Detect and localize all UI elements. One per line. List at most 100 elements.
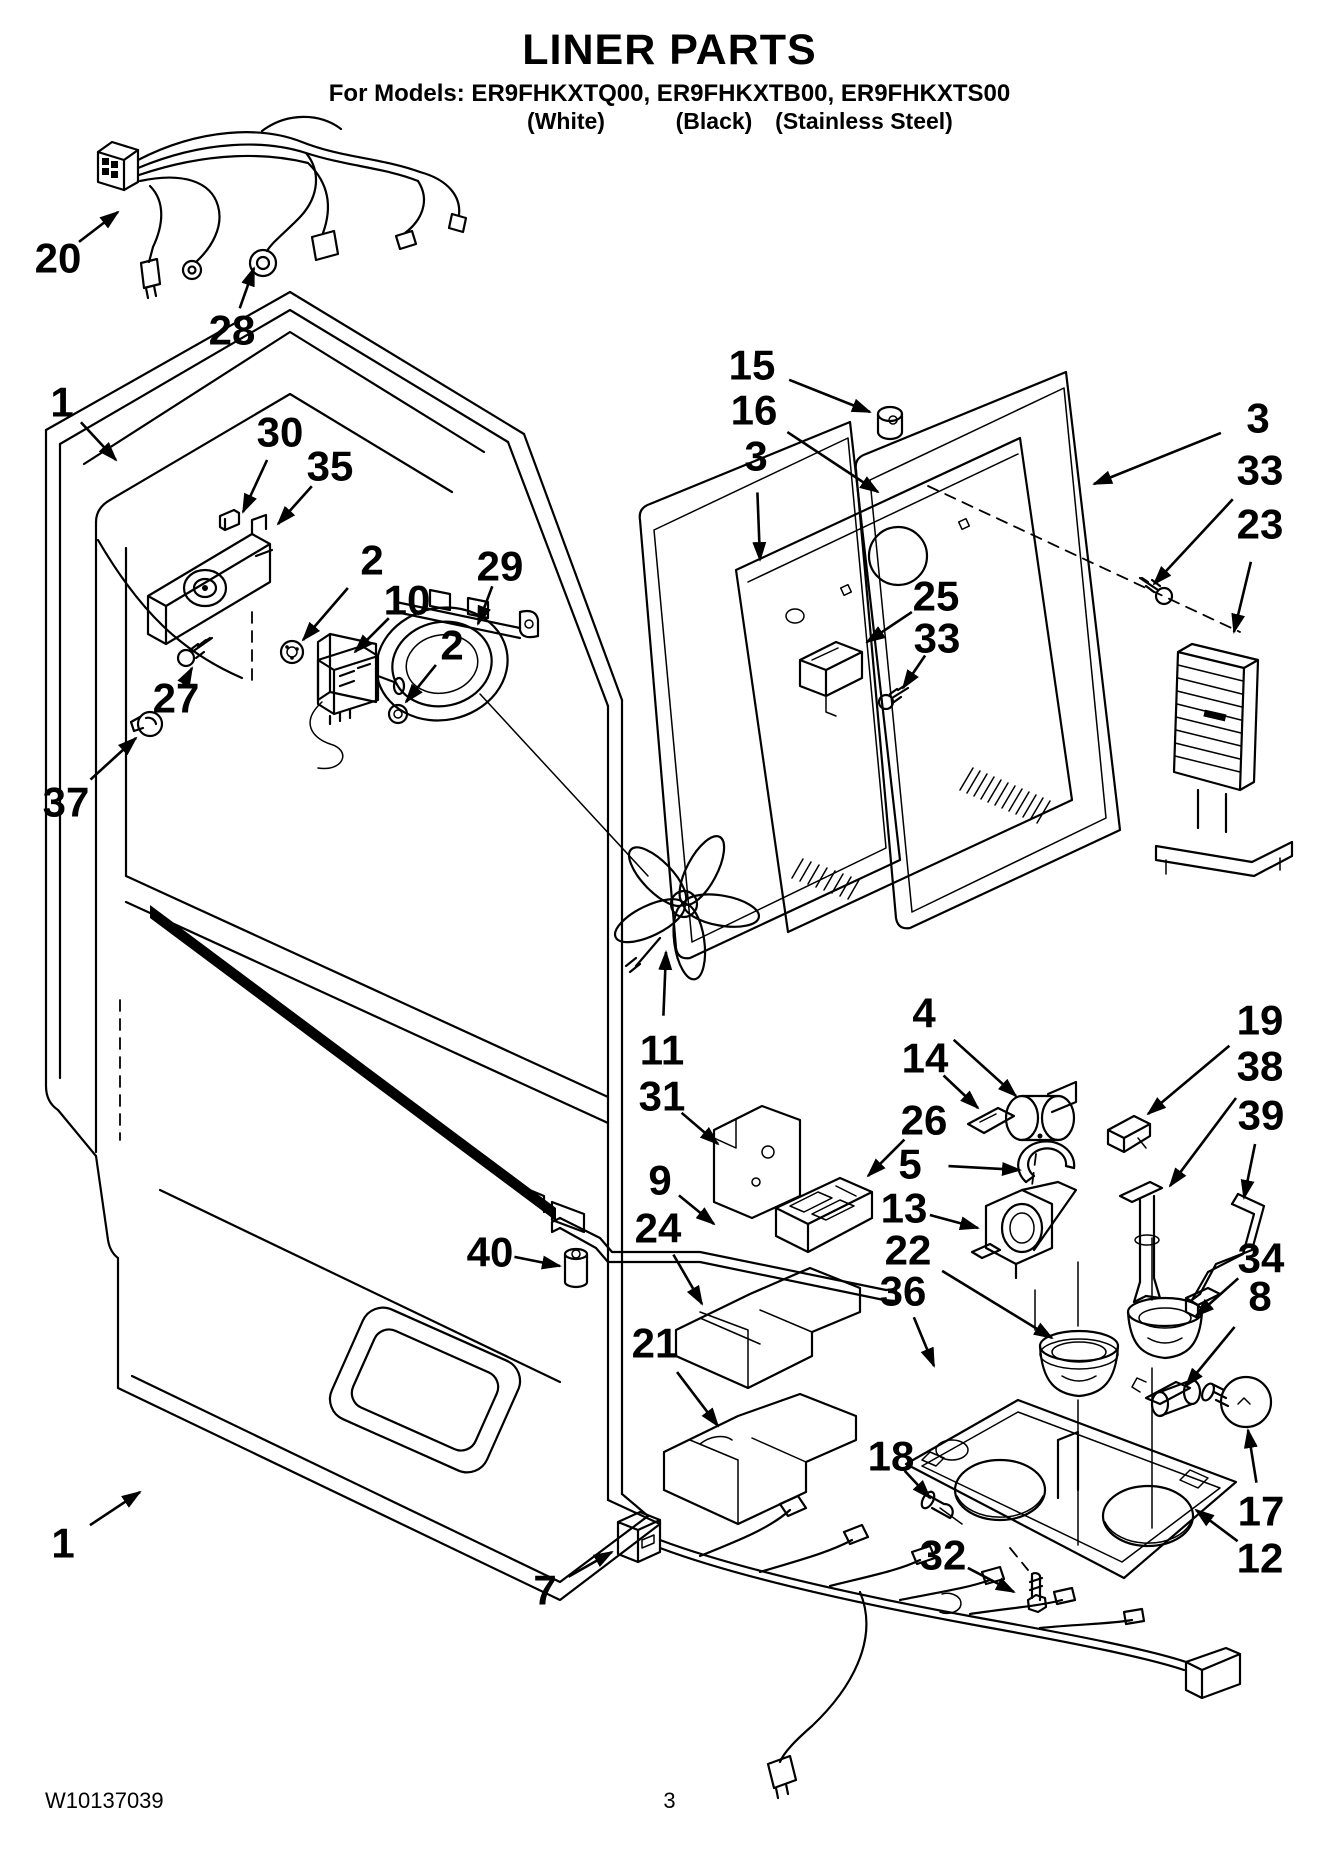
callout-number: 25 bbox=[913, 573, 960, 620]
part-gasket-frame-right-3 bbox=[854, 370, 1122, 930]
callout-arrow bbox=[241, 459, 269, 514]
part-screw-32 bbox=[1026, 1571, 1048, 1614]
callout-arrow bbox=[658, 950, 673, 1016]
callout-arrow bbox=[1146, 1044, 1231, 1116]
part-lamp-socket-8 bbox=[1131, 1377, 1202, 1418]
callout-number: 19 bbox=[1237, 997, 1284, 1044]
callout-28: 28 bbox=[209, 266, 256, 354]
callout-number: 27 bbox=[153, 675, 200, 722]
assembly-axis-dashed bbox=[927, 485, 1241, 633]
callout-number: 30 bbox=[257, 409, 304, 456]
callout-4: 4 bbox=[912, 990, 1018, 1098]
part-control-bracket-35 bbox=[146, 513, 274, 646]
footer-page-number: 3 bbox=[663, 1788, 676, 1813]
callout-arrow bbox=[752, 492, 767, 562]
callout-arrow bbox=[238, 266, 256, 309]
callout-number: 29 bbox=[477, 543, 524, 590]
callout-number: 10 bbox=[384, 577, 431, 624]
callout-number: 21 bbox=[632, 1320, 679, 1367]
callout-11: 11 bbox=[640, 950, 684, 1074]
callout-arrow bbox=[865, 611, 913, 644]
part-bracket-13 bbox=[970, 1180, 1078, 1280]
callout-29: 29 bbox=[476, 543, 524, 626]
part-gasket-frame-left-3 bbox=[638, 420, 902, 960]
callout-arrow bbox=[301, 587, 349, 642]
callout-16: 16 bbox=[731, 387, 880, 494]
callout-arrow bbox=[941, 1269, 1054, 1340]
callout-arrow bbox=[1194, 1277, 1240, 1318]
callout-25: 25 bbox=[865, 573, 960, 644]
callout-20: 20 bbox=[35, 210, 120, 282]
callout-12: 12 bbox=[1194, 1508, 1283, 1582]
callout-arrow bbox=[952, 1038, 1018, 1098]
part-screw-27 bbox=[176, 636, 214, 668]
callout-37: 37 bbox=[43, 736, 138, 826]
callout-number: 8 bbox=[1248, 1273, 1271, 1320]
callout-arrow bbox=[567, 1550, 614, 1578]
part-screw-33b bbox=[877, 684, 910, 711]
callout-27: 27 bbox=[153, 666, 200, 722]
callout-number: 2 bbox=[440, 622, 463, 669]
callout-arrow bbox=[788, 378, 872, 414]
callout-arrow bbox=[1194, 1508, 1239, 1543]
finish-label-0: (White) bbox=[527, 108, 605, 134]
part-grommet-2a bbox=[279, 639, 305, 665]
callout-14: 14 bbox=[902, 1035, 980, 1110]
callout-number: 38 bbox=[1237, 1043, 1284, 1090]
callout-9: 9 bbox=[648, 1157, 716, 1226]
callout-number: 3 bbox=[744, 433, 767, 480]
callout-33: 33 bbox=[901, 615, 961, 690]
callout-number: 33 bbox=[914, 615, 961, 662]
part-clip-5 bbox=[1017, 1140, 1076, 1184]
callout-number: 13 bbox=[881, 1185, 928, 1232]
callout-number: 1 bbox=[51, 1520, 74, 1567]
callout-33: 33 bbox=[1152, 447, 1283, 586]
part-liner-cabinet bbox=[44, 290, 662, 1602]
callout-22: 22 bbox=[885, 1227, 1054, 1340]
callout-number: 24 bbox=[635, 1205, 682, 1252]
assembly-lines bbox=[251, 611, 1153, 1571]
callout-arrow bbox=[1168, 1097, 1238, 1188]
callout-38: 38 bbox=[1168, 1043, 1284, 1188]
callout-23: 23 bbox=[1231, 501, 1283, 634]
callout-13: 13 bbox=[881, 1185, 980, 1232]
callout-number: 11 bbox=[640, 1027, 684, 1074]
callout-35: 35 bbox=[276, 443, 354, 526]
callout-8: 8 bbox=[1184, 1273, 1272, 1388]
callout-number: 40 bbox=[467, 1229, 514, 1276]
callout-number: 37 bbox=[43, 779, 90, 826]
callout-arrow bbox=[1184, 1326, 1236, 1388]
page-title: LINER PARTS bbox=[522, 26, 817, 74]
part-damper-control-23 bbox=[1154, 642, 1294, 878]
callout-number: 7 bbox=[533, 1567, 556, 1614]
part-defrost-thermostat-14 bbox=[966, 1106, 1016, 1135]
callout-21: 21 bbox=[632, 1320, 720, 1428]
callout-2: 2 bbox=[404, 622, 464, 704]
callout-number: 3 bbox=[1246, 395, 1269, 442]
callout-3: 3 bbox=[744, 433, 768, 562]
callout-number: 22 bbox=[885, 1227, 932, 1274]
part-clip-19 bbox=[1106, 1114, 1152, 1154]
callout-arrow bbox=[967, 1566, 1016, 1594]
callout-7: 7 bbox=[533, 1550, 614, 1614]
callout-1: 1 bbox=[50, 379, 118, 462]
callout-arrow bbox=[912, 1316, 936, 1368]
callout-number: 4 bbox=[912, 990, 936, 1037]
callout-number: 35 bbox=[307, 443, 354, 490]
callout-2: 2 bbox=[301, 537, 384, 642]
callout-arrow bbox=[678, 1194, 716, 1226]
callout-arrow bbox=[903, 1469, 932, 1500]
part-clip-30 bbox=[218, 508, 241, 532]
callout-arrow bbox=[476, 585, 494, 626]
callout-36: 36 bbox=[880, 1268, 936, 1368]
part-light-bulb-17 bbox=[1200, 1375, 1273, 1429]
callout-number: 1 bbox=[50, 379, 73, 426]
callout-number: 14 bbox=[902, 1035, 949, 1082]
callout-number: 31 bbox=[639, 1073, 686, 1120]
callout-number: 26 bbox=[901, 1097, 948, 1144]
callout-34: 34 bbox=[1194, 1235, 1285, 1318]
callout-number: 17 bbox=[1238, 1488, 1285, 1535]
callout-24: 24 bbox=[635, 1205, 704, 1306]
callout-arrow bbox=[942, 1074, 980, 1110]
